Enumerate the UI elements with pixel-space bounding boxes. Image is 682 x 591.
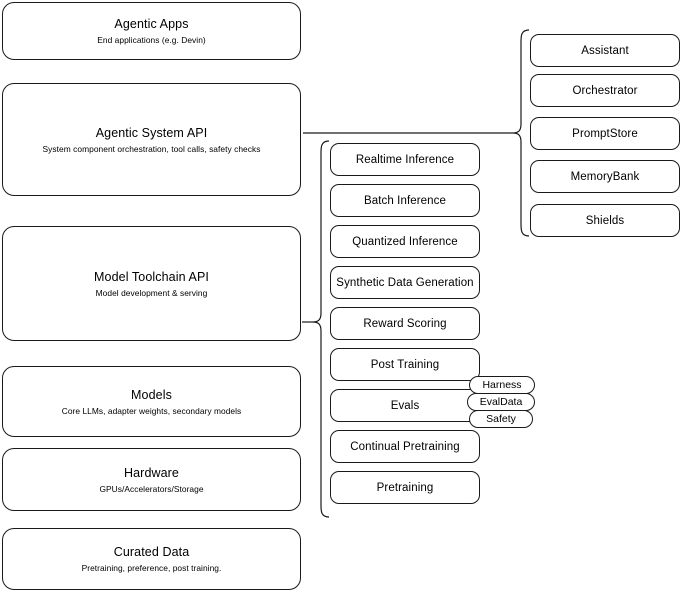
layer-subtitle: Core LLMs, adapter weights, secondary mo… xyxy=(61,405,242,416)
capability-batch-inference[interactable]: Batch Inference xyxy=(330,184,480,217)
layer-subtitle: End applications (e.g. Devin) xyxy=(97,35,206,45)
layer-title: Hardware xyxy=(124,465,179,480)
layer-subtitle: GPUs/Accelerators/Storage xyxy=(99,483,204,494)
layer-model-toolchain-api[interactable]: Model Toolchain API Model development & … xyxy=(2,226,301,341)
layer-subtitle: System component orchestration, tool cal… xyxy=(42,143,261,154)
layer-subtitle: Pretraining, preference, post training. xyxy=(81,563,222,573)
layer-title: Agentic System API xyxy=(95,125,208,140)
capability-post-training[interactable]: Post Training xyxy=(330,348,480,381)
layer-title: Curated Data xyxy=(113,545,190,559)
capability-synthetic-data-generation[interactable]: Synthetic Data Generation xyxy=(330,266,480,299)
layer-subtitle: Model development & serving xyxy=(95,287,208,298)
layer-agentic-apps[interactable]: Agentic Apps End applications (e.g. Devi… xyxy=(2,2,301,60)
capability-pretraining[interactable]: Pretraining xyxy=(330,471,480,504)
component-memorybank[interactable]: MemoryBank xyxy=(530,160,680,193)
badge-evaldata[interactable]: EvalData xyxy=(467,393,535,411)
layer-title: Model Toolchain API xyxy=(94,269,209,284)
component-orchestrator[interactable]: Orchestrator xyxy=(530,74,680,107)
layer-title: Models xyxy=(131,387,172,402)
capability-evals[interactable]: Evals xyxy=(330,389,480,422)
badge-safety[interactable]: Safety xyxy=(469,410,533,428)
layer-models[interactable]: Models Core LLMs, adapter weights, secon… xyxy=(2,366,301,437)
component-promptstore[interactable]: PromptStore xyxy=(530,117,680,150)
layer-curated-data[interactable]: Curated Data Pretraining, preference, po… xyxy=(2,528,301,590)
component-assistant[interactable]: Assistant xyxy=(530,34,680,67)
layer-agentic-system-api[interactable]: Agentic System API System component orch… xyxy=(2,83,301,196)
badge-harness[interactable]: Harness xyxy=(469,376,535,394)
brace-system-components xyxy=(512,29,530,237)
capability-quantized-inference[interactable]: Quantized Inference xyxy=(330,225,480,258)
layer-hardware[interactable]: Hardware GPUs/Accelerators/Storage xyxy=(2,448,301,511)
capability-realtime-inference[interactable]: Realtime Inference xyxy=(330,143,480,176)
brace-toolchain-capabilities xyxy=(312,140,330,518)
component-shields[interactable]: Shields xyxy=(530,204,680,237)
capability-reward-scoring[interactable]: Reward Scoring xyxy=(330,307,480,340)
capability-continual-pretraining[interactable]: Continual Pretraining xyxy=(330,430,480,463)
layer-title: Agentic Apps xyxy=(114,17,189,31)
